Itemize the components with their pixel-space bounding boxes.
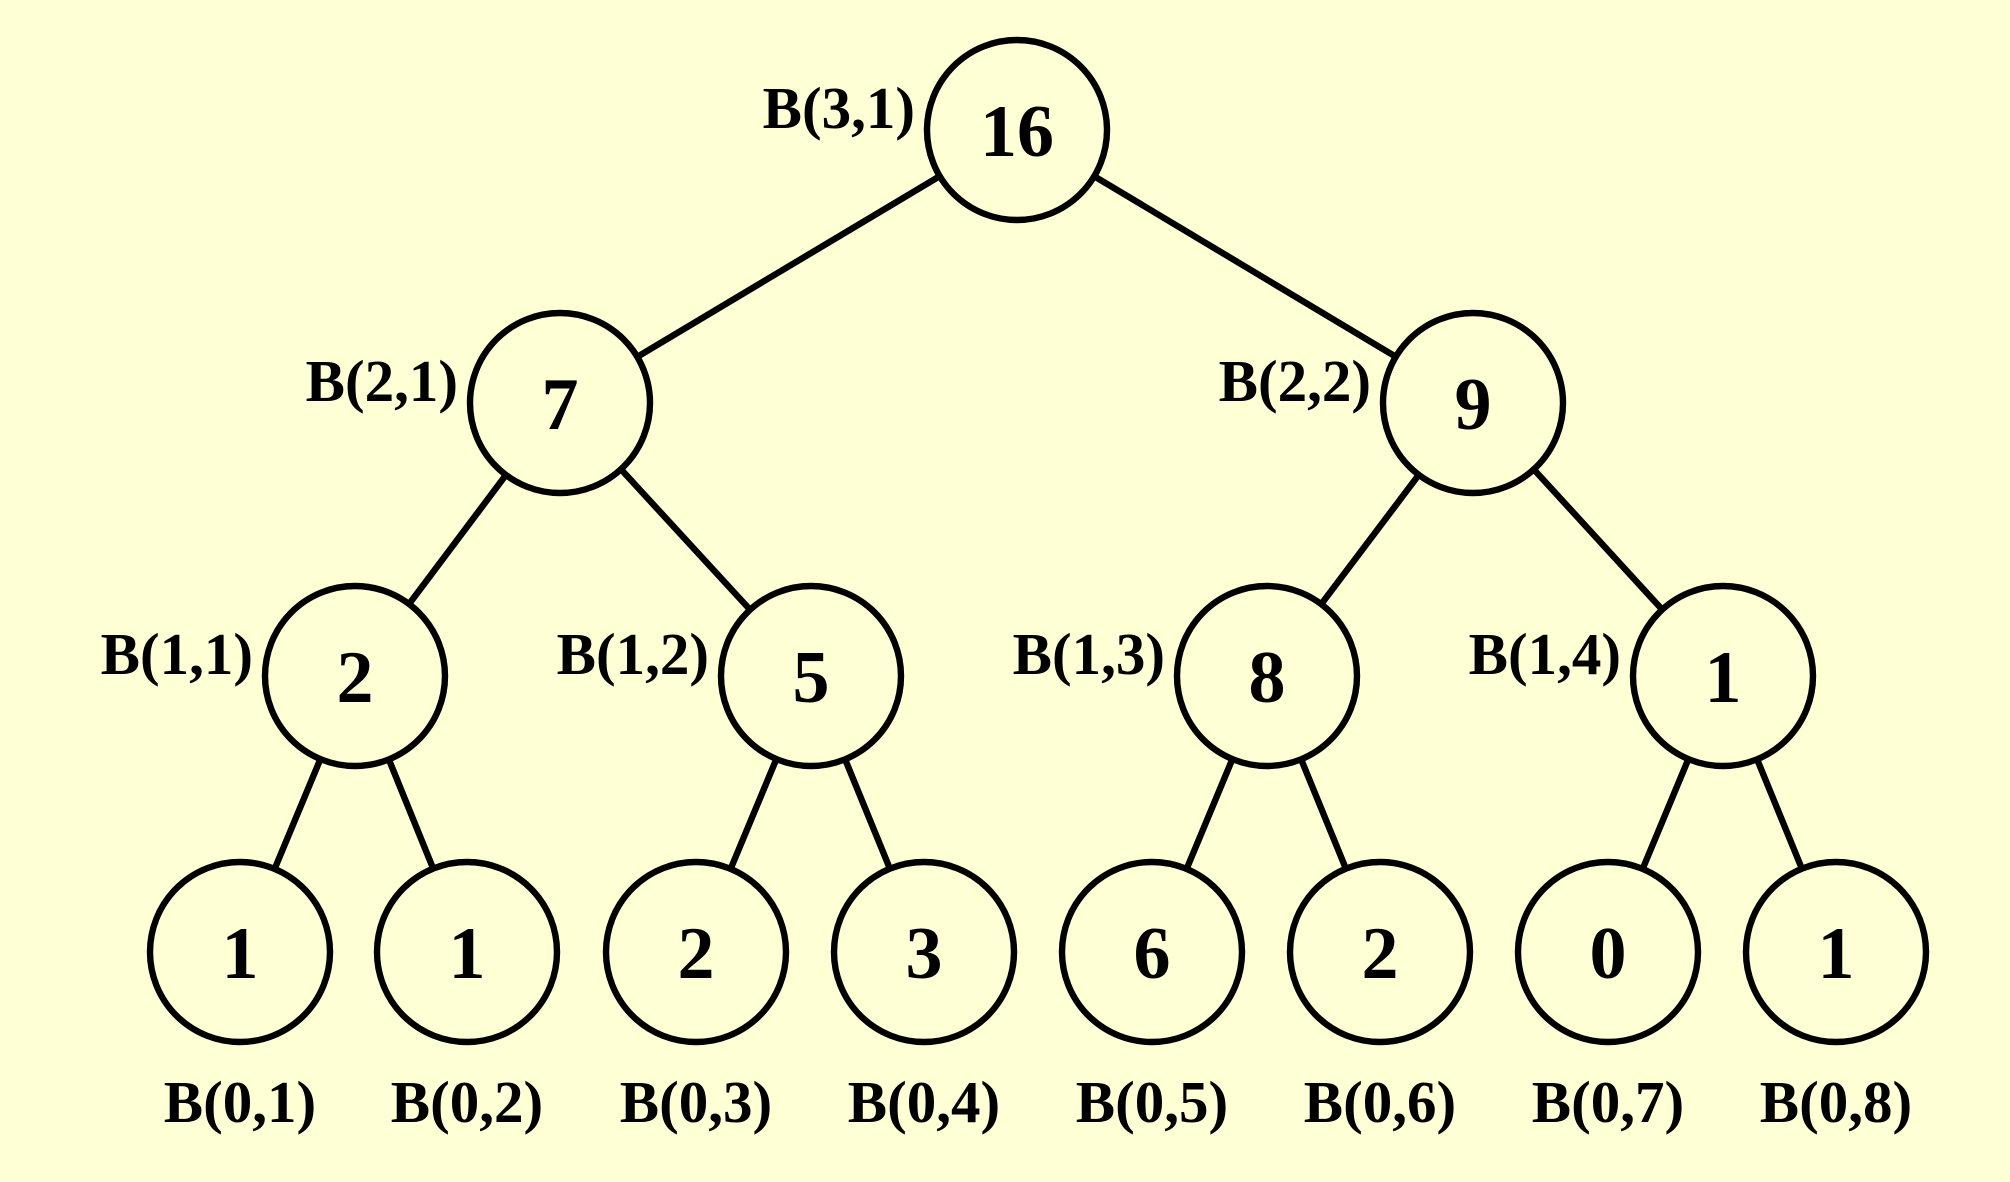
edge-b2-2-to-b1-3 [1318,472,1422,607]
node-circle [1742,858,1930,1046]
tree-node-b2-2: 9 B(2,2) [1219,309,1567,497]
node-value: 1 [1818,913,1855,995]
node-label: B(0,1) [164,1069,316,1135]
node-circle [1379,309,1567,497]
node-value: 1 [222,913,259,995]
node-value: 1 [1705,637,1742,719]
tree-node-b0-2: 1B(0,2) [373,858,561,1135]
node-value: 9 [1455,364,1492,446]
node-value: 2 [678,913,715,995]
node-label: B(0,7) [1532,1069,1684,1135]
edge-b2-1-to-b1-1 [406,473,509,606]
edge-b1-4-to-b0-8 [1754,758,1805,870]
node-value: 16 [980,91,1054,173]
tree-node-b1-1: 2 B(1,1) [101,582,449,770]
node-value: 6 [1134,913,1171,995]
node-label: B(2,2) [1219,348,1371,414]
node-circle [923,36,1111,224]
node-value: 0 [1590,913,1627,995]
node-value: 8 [1249,637,1286,719]
node-value: 2 [1362,913,1399,995]
tree-node-b0-6: 2B(0,6) [1286,858,1474,1135]
node-label: B(1,2) [557,621,709,687]
node-label: B(2,1) [306,348,458,414]
edge-b1-3-to-b0-5 [1183,757,1236,871]
node-circle [1058,858,1246,1046]
node-value: 5 [793,637,830,719]
node-circle [602,858,790,1046]
edge-b1-3-to-b0-6 [1298,758,1349,870]
edge-b1-2-to-b0-4 [842,758,893,870]
node-value: 7 [542,364,579,446]
node-label: B(0,6) [1304,1069,1456,1135]
edge-b2-2-to-b1-4 [1531,467,1665,612]
node-label: B(0,4) [848,1069,1000,1135]
node-value: 3 [906,913,943,995]
tree-node-b1-2: 5 B(1,2) [557,582,905,770]
tree-node-b1-4: 1 B(1,4) [1469,582,1817,770]
tree-node-b0-4: 3B(0,4) [830,858,1018,1135]
node-circle [1286,858,1474,1046]
tree-edges [271,173,1805,871]
node-circle [146,858,334,1046]
node-circle [1514,858,1702,1046]
node-label: B(0,2) [391,1069,543,1135]
tree-node-b1-3: 8 B(1,3) [1013,582,1361,770]
edge-b2-1-to-b1-2 [618,467,753,612]
node-value: 1 [449,913,486,995]
node-label: B(1,3) [1013,621,1165,687]
node-circle [373,858,561,1046]
tree-node-b2-1: 7 B(2,1) [306,309,654,497]
node-circle [1629,582,1817,770]
node-circle [830,858,1018,1046]
node-circle [1173,582,1361,770]
tree-node-b3-1: 16 B(3,1) [763,36,1111,224]
tree-nodes: 1B(0,1)1B(0,2)2B(1,1)2B(0,3)3B(0,4)5B(1,… [101,36,1930,1135]
node-circle [717,582,905,770]
edge-b1-1-to-b0-1 [271,757,324,871]
edge-b3-1-to-b2-1 [635,173,942,360]
node-value: 2 [337,637,374,719]
edge-b1-2-to-b0-3 [727,757,780,871]
edge-b1-4-to-b0-7 [1639,757,1692,871]
tree-node-b0-3: 2B(0,3) [602,858,790,1135]
node-circle [466,309,654,497]
node-label: B(0,5) [1076,1069,1228,1135]
node-label: B(1,1) [101,621,253,687]
edge-b1-1-to-b0-2 [385,758,437,870]
edge-b3-1-to-b2-2 [1092,173,1398,360]
tree-node-b0-7: 0B(0,7) [1514,858,1702,1135]
node-label: B(0,3) [620,1069,772,1135]
node-label: B(3,1) [763,75,915,141]
tree-node-b0-1: 1B(0,1) [146,858,334,1135]
node-circle [261,582,449,770]
tree-node-b0-5: 6B(0,5) [1058,858,1246,1135]
node-label: B(1,4) [1469,621,1621,687]
node-label: B(0,8) [1760,1069,1912,1135]
tree-node-b0-8: 1B(0,8) [1742,858,1930,1135]
